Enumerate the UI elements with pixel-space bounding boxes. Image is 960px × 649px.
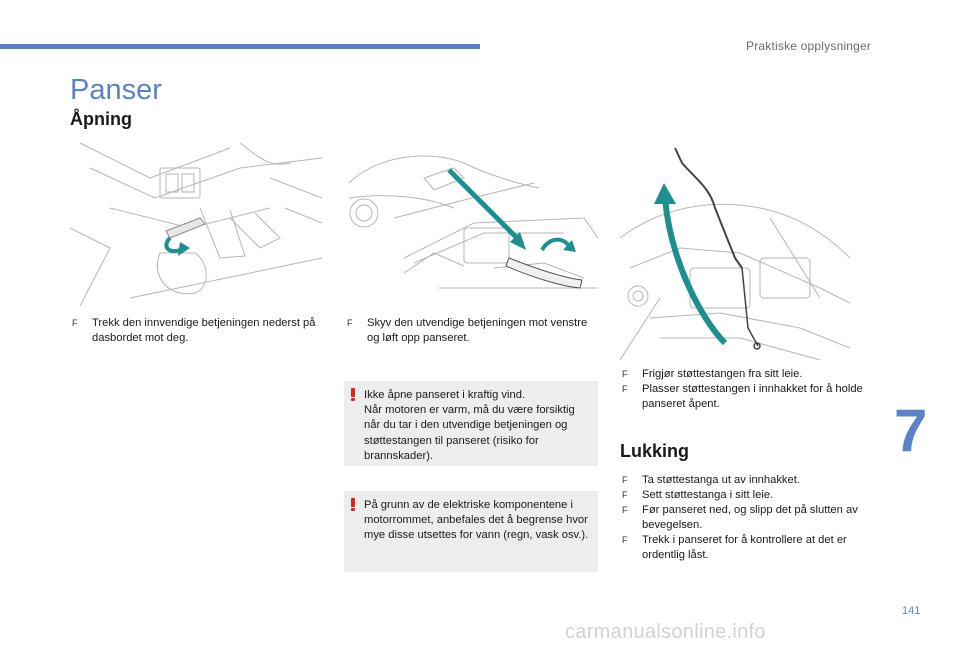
watermark: carmanualsonline.info	[565, 621, 766, 643]
opening-heading: Åpning	[70, 109, 132, 129]
bullet-f-icon: F	[622, 505, 628, 515]
bullet-f-icon: F	[622, 384, 628, 394]
support-rod-illustration	[620, 138, 850, 360]
chapter-number: 7	[894, 397, 928, 464]
warning-icon	[351, 498, 355, 511]
closing-heading: Lukking	[620, 441, 690, 461]
warning-icon	[351, 388, 355, 401]
section-header: Praktiske opplysninger	[746, 39, 872, 53]
bullet-f-icon: F	[72, 318, 78, 328]
warning-box-wind: Ikke åpne panseret i kraftig vind. Når m…	[344, 381, 598, 466]
bullet-f-icon: F	[622, 475, 628, 485]
exterior-release-illustration	[344, 138, 598, 306]
header-bar	[0, 44, 480, 49]
bullet-f-icon: F	[622, 369, 628, 379]
warning-text: Ikke åpne panseret i kraftig vind. Når m…	[364, 389, 575, 462]
bullet-f-icon: F	[622, 535, 628, 545]
page-number: 141	[902, 605, 921, 617]
interior-release-illustration	[70, 138, 322, 306]
bullet-f-icon: F	[347, 318, 353, 328]
page-title: Panser	[70, 74, 162, 106]
bullet-f-icon: F	[622, 490, 628, 500]
warning-box-water: På grunn av de elektriske komponentene i…	[344, 491, 598, 572]
warning-text: På grunn av de elektriske komponentene i…	[364, 499, 589, 542]
